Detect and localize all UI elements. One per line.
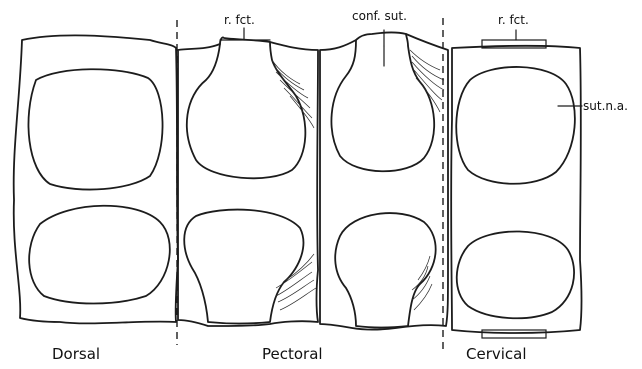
pectoral-2-upper-canal xyxy=(331,34,434,171)
region-dorsal: Dorsal xyxy=(52,345,100,363)
label-conf-sut: conf. sut. xyxy=(352,9,407,23)
pectoral-1-lower-canal xyxy=(184,210,303,324)
r-fct-surface-bottom xyxy=(482,330,546,338)
pectoral-1-hatching-upper xyxy=(272,60,314,128)
pectoral-vertebra-2 xyxy=(320,33,448,330)
pectoral-2-lower-canal xyxy=(335,213,435,327)
cervical-vertebra xyxy=(451,40,582,338)
region-pectoral: Pectoral xyxy=(262,345,323,363)
dorsal-upper-foramen xyxy=(28,69,162,189)
dorsal-lower-foramen xyxy=(29,206,170,304)
pectoral-1-upper-canal xyxy=(187,42,306,178)
dorsal-vertebra xyxy=(14,35,178,323)
pectoral-1-hatching-lower xyxy=(276,254,316,310)
pectoral-2-hatching-upper xyxy=(410,50,444,112)
cervical-upper-foramen xyxy=(456,67,575,184)
pectoral-vertebra-1 xyxy=(178,37,318,326)
label-sut-na: sut.n.a. xyxy=(583,99,628,113)
cervical-lower-foramen xyxy=(457,231,574,318)
label-r-fct-left: r. fct. xyxy=(224,13,255,27)
region-cervical: Cervical xyxy=(466,345,527,363)
label-r-fct-right: r. fct. xyxy=(498,13,529,27)
